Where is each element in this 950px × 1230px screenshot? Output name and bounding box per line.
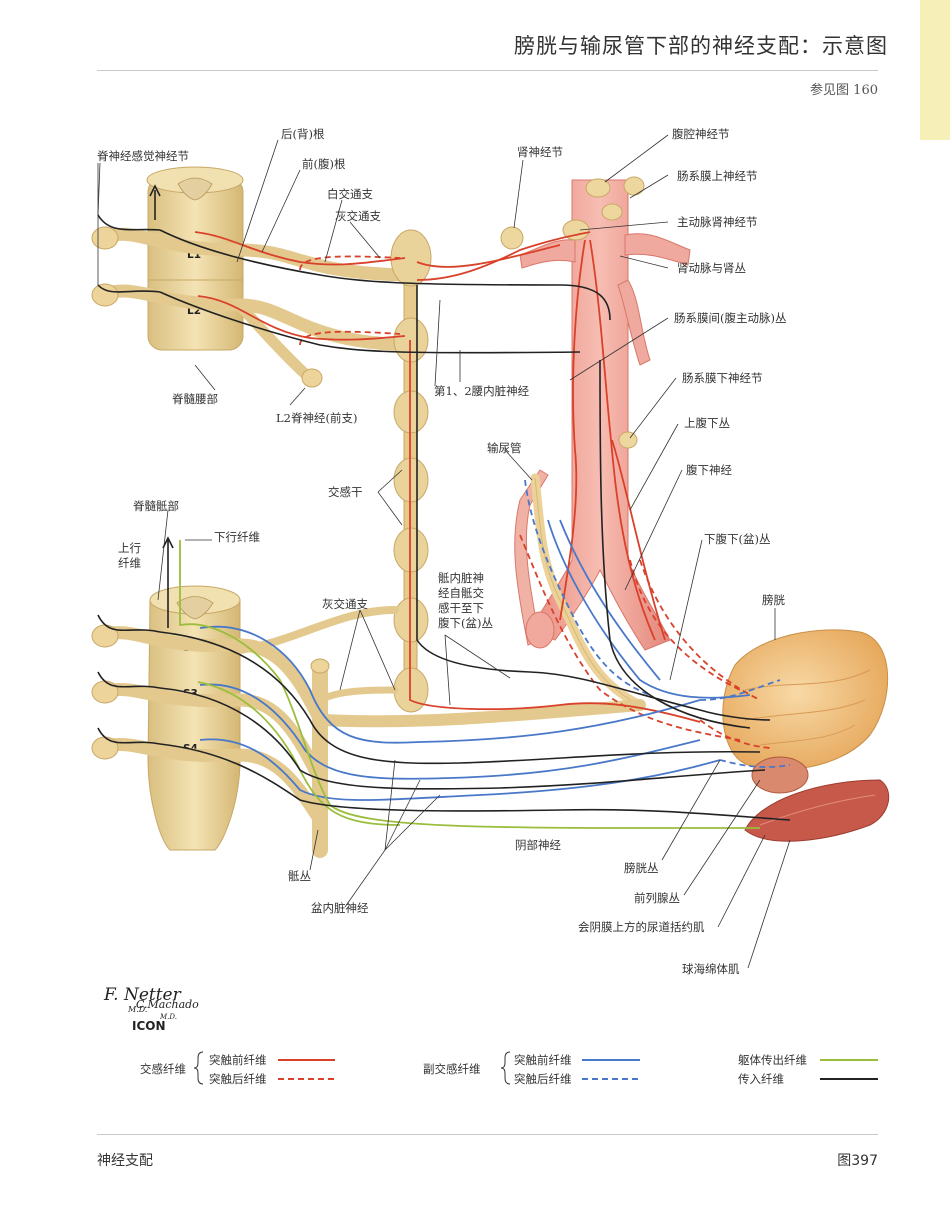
label-descending-fibers: 下行纤维 bbox=[214, 530, 260, 544]
page-tab-marker bbox=[920, 0, 950, 140]
label-renal-ganglion: 肾神经节 bbox=[517, 145, 563, 159]
legend: 交感纤维 突触前纤维 突触后纤维 副交感纤维 突触前纤维 突触后纤维 躯体传出纤… bbox=[140, 1051, 878, 1086]
label-sacral-plexus: 骶丛 bbox=[288, 869, 311, 883]
leader-lines bbox=[97, 134, 791, 969]
legend-para-post-label: 突触后纤维 bbox=[514, 1072, 572, 1086]
label-spinal-ganglion: 脊神经感觉神经节 bbox=[97, 149, 189, 163]
label-intermesenteric-plexus: 肠系膜间(腹主动脉)丛 bbox=[674, 311, 786, 325]
svg-text:M.D.: M.D. bbox=[127, 1005, 147, 1014]
footer-section-title: 神经支配 bbox=[97, 1153, 153, 1169]
label-prostatic-plexus: 前列腺丛 bbox=[634, 891, 680, 905]
label-lumbar-splanchnic: 第1、2腰内脏神经 bbox=[434, 384, 530, 398]
label-ascending-fibers-line2: 纤维 bbox=[118, 556, 141, 570]
spinal-ganglia-lumbar bbox=[91, 226, 323, 388]
label-gray-ramus-upper: 灰交通支 bbox=[335, 209, 381, 223]
label-celiac-ganglion: 腹腔神经节 bbox=[672, 127, 730, 141]
label-sacral-splanchnic-line3: 感干至下 bbox=[438, 601, 484, 615]
label-bladder: 膀胱 bbox=[762, 593, 785, 607]
label-lumbar-cord: 脊髓腰部 bbox=[172, 392, 218, 406]
svg-text:ICON: ICON bbox=[132, 1019, 166, 1033]
svg-text:M.D.: M.D. bbox=[159, 1013, 177, 1021]
label-hypogastric-nerve: 腹下神经 bbox=[686, 463, 732, 477]
svg-text:F. Netter: F. Netter bbox=[103, 985, 182, 1005]
label-sacral-splanchnic-line4: 腹下(盆)丛 bbox=[438, 616, 493, 630]
label-gray-ramus-lower: 灰交通支 bbox=[322, 597, 368, 611]
prevertebral-ganglia bbox=[500, 176, 645, 449]
label-white-ramus: 白交通支 bbox=[327, 187, 373, 201]
legend-parasympathetic-group: 副交感纤维 bbox=[423, 1062, 481, 1076]
legend-sympathetic-group: 交感纤维 bbox=[140, 1062, 186, 1076]
legend-symp-pre-label: 突触前纤维 bbox=[209, 1053, 267, 1067]
label-l2-spinal-nerve: L2脊神经(前支) bbox=[276, 411, 357, 425]
label-ureter: 输尿管 bbox=[487, 441, 522, 455]
label-sympathetic-trunk: 交感干 bbox=[328, 485, 363, 499]
label-ascending-fibers-line1: 上行 bbox=[118, 541, 141, 555]
label-dorsal-root: 后(背)根 bbox=[281, 127, 325, 141]
sympathetic-trunk bbox=[390, 229, 432, 713]
label-inf-mesenteric-ganglion: 肠系膜下神经节 bbox=[682, 371, 763, 385]
figure-reference: 参见图 160 bbox=[810, 83, 878, 98]
svg-text:C.Machado: C.Machado bbox=[136, 998, 199, 1011]
legend-para-pre-label: 突触前纤维 bbox=[514, 1053, 572, 1067]
prostate-and-muscles bbox=[744, 756, 890, 842]
label-pelvic-splanchnic: 盆内脏神经 bbox=[311, 901, 369, 915]
label-sup-hypogastric-plexus: 上腹下丛 bbox=[684, 416, 730, 430]
sympathetic-preganglionic-fibers bbox=[194, 231, 701, 723]
label-renal-artery-plexus: 肾动脉与肾丛 bbox=[677, 261, 746, 275]
page-title: 膀胱与输尿管下部的神经支配：示意图 bbox=[514, 34, 888, 58]
label-urethral-sphincter: 会阴膜上方的尿道括约肌 bbox=[578, 920, 705, 934]
label-vesical-plexus: 膀胱丛 bbox=[624, 861, 659, 875]
label-inf-hypogastric-plexus: 下腹下(盆)丛 bbox=[704, 532, 770, 546]
parasympathetic-postganglionic-fibers bbox=[524, 479, 791, 768]
footer-figure-number: 图397 bbox=[837, 1153, 878, 1169]
artist-signature: F. Netter M.D. C.Machado M.D. ICON bbox=[103, 985, 199, 1033]
sacral-spinal-cord bbox=[147, 585, 241, 851]
label-bulbospongiosus: 球海绵体肌 bbox=[682, 962, 740, 976]
label-sacral-splanchnic-line1: 骶内脏神 bbox=[438, 571, 484, 585]
label-sacral-cord: 脊髓骶部 bbox=[133, 499, 179, 513]
legend-afferent-label: 传入纤维 bbox=[738, 1072, 784, 1086]
header-rule bbox=[97, 70, 878, 71]
label-sup-mesenteric-ganglion: 肠系膜上神经节 bbox=[677, 169, 758, 183]
legend-symp-post-label: 突触后纤维 bbox=[209, 1072, 267, 1086]
bladder-organ bbox=[722, 629, 889, 770]
legend-somatic-efferent-label: 躯体传出纤维 bbox=[738, 1053, 807, 1067]
label-aorticorenal-ganglion: 主动脉肾神经节 bbox=[677, 215, 758, 229]
label-pudendal-nerve: 阴部神经 bbox=[515, 838, 561, 852]
footer-rule bbox=[97, 1134, 878, 1135]
label-ventral-root: 前(腹)根 bbox=[302, 157, 346, 171]
label-sacral-splanchnic-line2: 经自骶交 bbox=[438, 586, 484, 600]
